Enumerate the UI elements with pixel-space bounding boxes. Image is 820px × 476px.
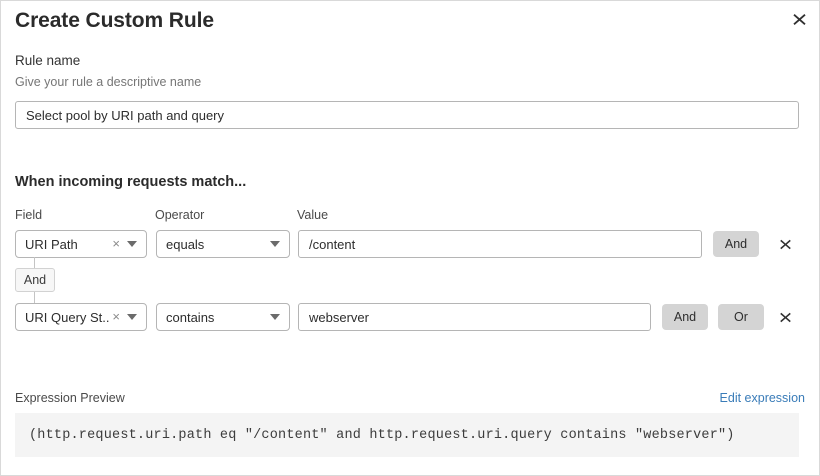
rule-name-help-text: Give your rule a descriptive name [15, 75, 202, 89]
condition-connector-and-chip[interactable]: And [15, 268, 55, 292]
chevron-down-icon[interactable] [125, 241, 146, 247]
condition-row-1-value-input[interactable] [298, 230, 702, 258]
column-header-value: Value [297, 208, 329, 222]
condition-row-2-operator-value: contains [166, 309, 215, 325]
condition-row-2-field-select[interactable]: URI Query St... × [15, 303, 147, 331]
condition-row-2-delete-icon[interactable] [775, 307, 795, 327]
column-header-operator: Operator [155, 208, 205, 222]
conditions-heading: When incoming requests match... [15, 174, 247, 190]
close-icon[interactable] [788, 8, 810, 30]
condition-row-1-delete-icon[interactable] [775, 234, 795, 254]
expression-preview-box: (http.request.uri.path eq "/content" and… [15, 413, 799, 457]
condition-row-1-and-button[interactable]: And [713, 231, 759, 257]
condition-row-1-field-select[interactable]: URI Path × [15, 230, 147, 258]
edit-expression-link[interactable]: Edit expression [719, 391, 805, 405]
condition-row-1-field-value: URI Path [25, 236, 78, 252]
clear-icon[interactable]: × [112, 308, 120, 324]
condition-row-2-and-button[interactable]: And [662, 304, 708, 330]
condition-row-2-field-value: URI Query St... [25, 309, 111, 325]
dialog-title: Create Custom Rule [15, 9, 214, 32]
rule-name-input[interactable] [15, 101, 799, 129]
condition-row-1-operator-select[interactable]: equals [156, 230, 290, 258]
chevron-down-icon[interactable] [268, 241, 289, 247]
chevron-down-icon[interactable] [125, 314, 146, 320]
column-header-field: Field [15, 208, 43, 222]
clear-icon[interactable]: × [112, 235, 120, 251]
condition-row-2-or-button[interactable]: Or [718, 304, 764, 330]
condition-row-2-operator-select[interactable]: contains [156, 303, 290, 331]
condition-row-1-operator-value: equals [166, 236, 205, 252]
chevron-down-icon[interactable] [268, 314, 289, 320]
expression-preview-text: (http.request.uri.path eq "/content" and… [29, 427, 735, 443]
condition-row-2-value-input[interactable] [298, 303, 651, 331]
expression-preview-label: Expression Preview [15, 391, 125, 405]
rule-name-label: Rule name [15, 53, 81, 68]
